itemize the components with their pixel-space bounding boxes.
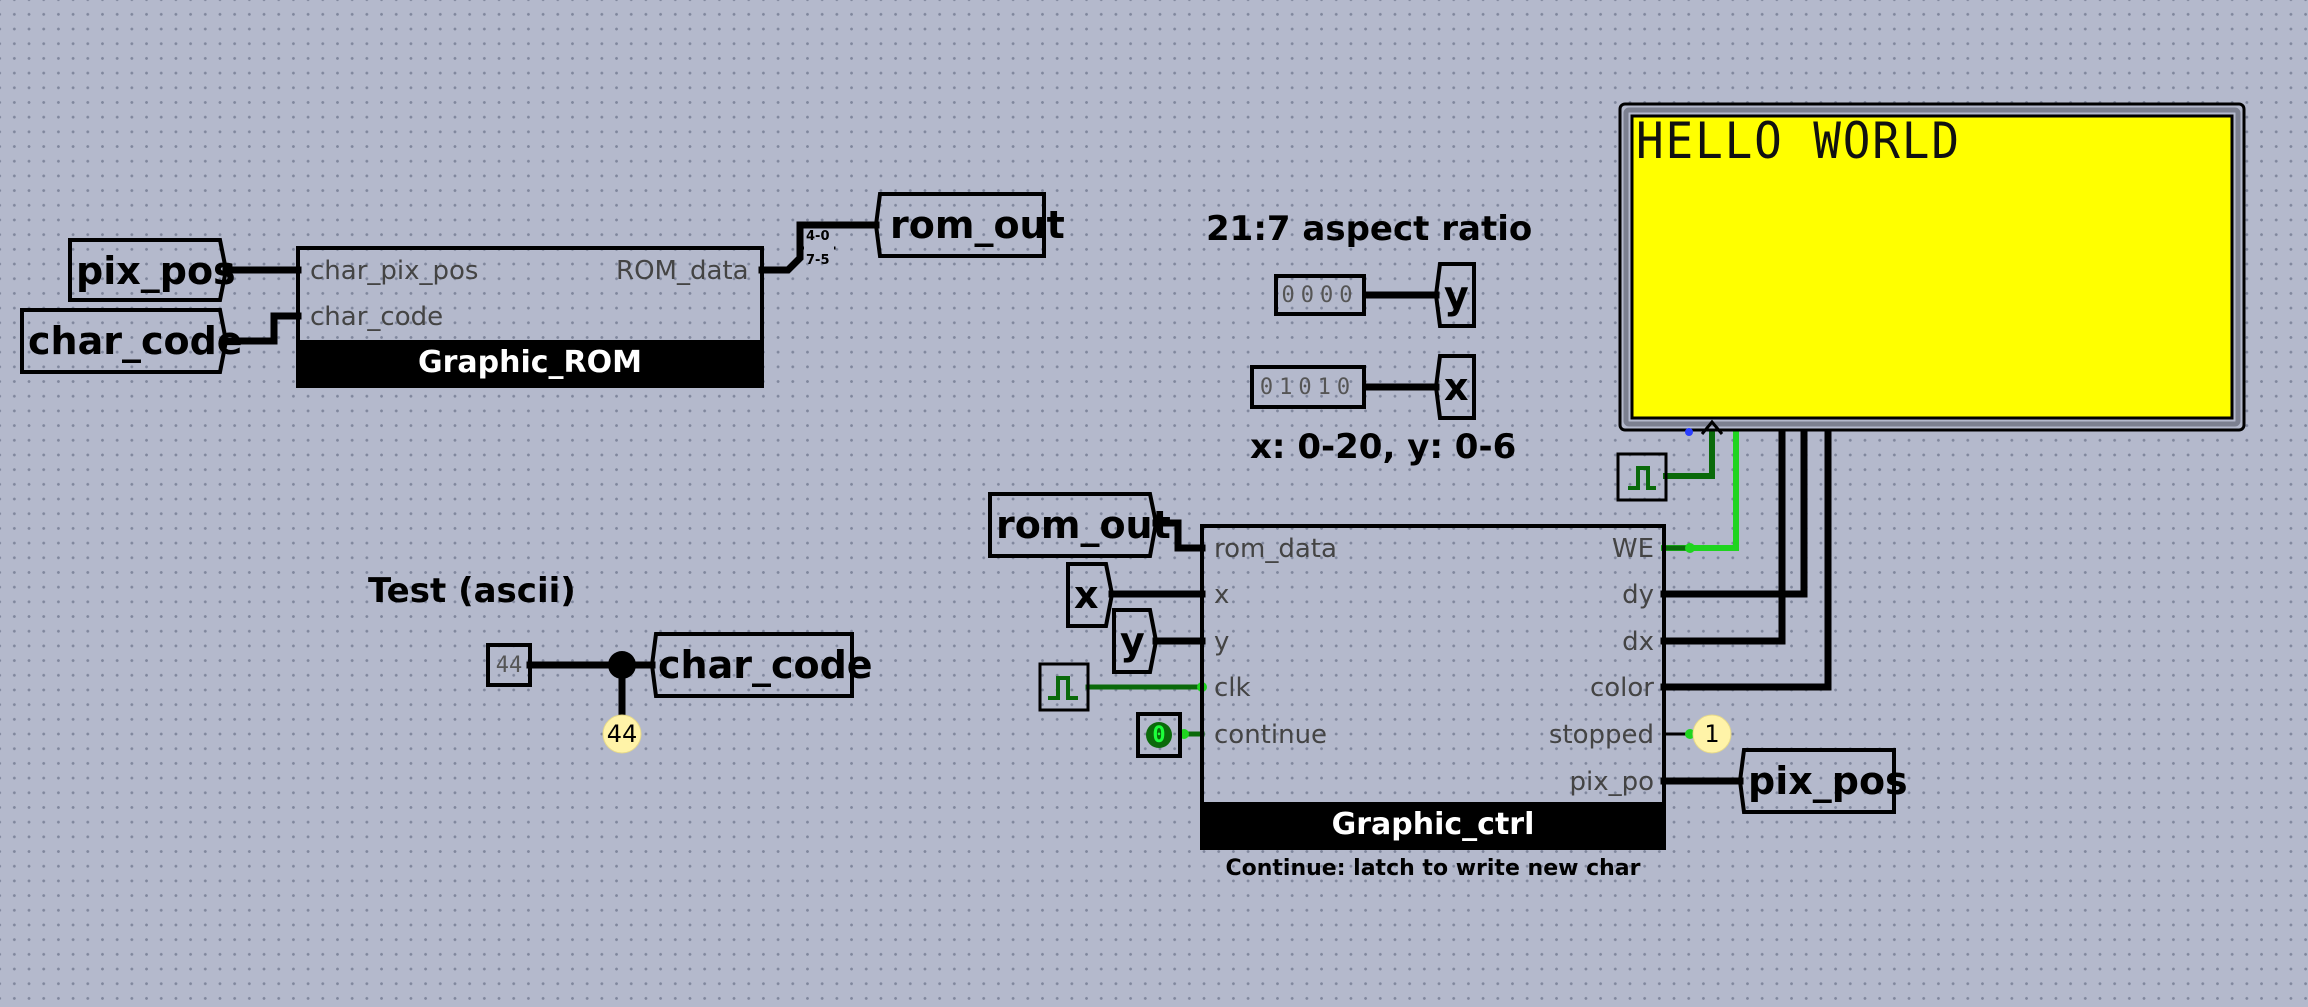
clock-box[interactable] xyxy=(1038,662,1090,712)
ranges-label: x: 0-20, y: 0-6 xyxy=(1250,427,1517,467)
tunnel-rom-out-label: rom_out xyxy=(890,203,1065,247)
wire-color xyxy=(1660,424,1832,691)
ctrl-port-continue: continue xyxy=(1214,720,1328,750)
tunnel-rom-out[interactable] xyxy=(873,192,1046,258)
tunnel-x-ctrl-label: x xyxy=(1074,573,1099,617)
probe-test xyxy=(602,714,642,754)
pin-x[interactable] xyxy=(1250,365,1366,409)
lcd-bevel xyxy=(1623,107,2241,427)
ctrl-port-x: x xyxy=(1214,580,1230,610)
tunnel-y-ctrl-label: y xyxy=(1120,619,1145,663)
ctrl-port-we: WE xyxy=(1611,534,1654,564)
rom-port-char-code: char_code xyxy=(310,302,444,332)
tunnel-x[interactable] xyxy=(1433,354,1476,420)
wire-lcd-clk xyxy=(1663,425,1715,479)
wires xyxy=(222,221,1832,785)
clock-input-arrow-icon xyxy=(1700,419,1724,435)
graphic-ctrl-title: Graphic_ctrl xyxy=(1331,807,1535,842)
ctrl-port-dy: dy xyxy=(1622,580,1654,610)
clock-ctrl[interactable] xyxy=(1038,662,1090,712)
ctrl-port-stopped: stopped xyxy=(1548,720,1654,750)
pin-x-value: 01010 xyxy=(1259,375,1357,400)
wire-dy xyxy=(1660,424,1808,598)
ctrl-port-color: color xyxy=(1589,673,1654,703)
clock-wave-icon xyxy=(1628,466,1656,490)
wire-char-code xyxy=(222,312,302,345)
rom-port-char-pix-pos: char_pix_pos xyxy=(310,256,479,286)
graphic-ctrl-caption: Continue: latch to write new char xyxy=(1225,856,1641,881)
tunnel-y-ctrl[interactable] xyxy=(1112,608,1159,674)
lcd-screen xyxy=(1630,114,2234,420)
ctrl-port-y: y xyxy=(1214,627,1230,657)
probe-stopped-value: 1 xyxy=(1704,720,1720,748)
graphic-rom-title-bar xyxy=(298,340,762,388)
connection-dot xyxy=(1685,543,1695,553)
pin-test[interactable] xyxy=(486,643,532,687)
pin-y[interactable] xyxy=(1274,274,1366,316)
splitter-low-label: 4-0 xyxy=(806,229,830,244)
ctrl-port-pix-po: pix_po xyxy=(1569,767,1654,797)
rom-port-rom-data: ROM_data xyxy=(616,256,749,286)
tunnel-rom-out-ctrl[interactable] xyxy=(988,492,1159,558)
probe-stopped xyxy=(1692,714,1732,754)
wire-rom-data xyxy=(758,221,804,274)
pin-continue-led xyxy=(1146,722,1172,748)
tunnel-y[interactable] xyxy=(1433,262,1476,328)
splitter-label-bg xyxy=(804,232,834,262)
tunnel-char-code-test-label: char_code xyxy=(658,643,873,687)
pin-continue[interactable] xyxy=(1136,712,1182,758)
clock-box[interactable] xyxy=(1616,452,1668,502)
clock-wave-icon xyxy=(1048,676,1078,700)
pin-y-value: 0000 xyxy=(1281,283,1359,308)
aspect-ratio-label: 21:7 aspect ratio xyxy=(1206,209,1533,249)
tunnel-x-label: x xyxy=(1444,365,1469,409)
clock-lcd[interactable] xyxy=(1616,452,1668,502)
connection-dot xyxy=(1685,729,1695,739)
pin-test-value: 44 xyxy=(495,653,523,678)
wire-dx xyxy=(1660,424,1786,645)
tunnel-char-code-test[interactable] xyxy=(649,632,854,698)
junction-dot xyxy=(608,651,636,679)
test-label: Test (ascii) xyxy=(368,571,576,611)
ctrl-port-clk: clk xyxy=(1214,673,1251,703)
tunnel-char-code-label: char_code xyxy=(28,319,243,363)
tunnel-y-label: y xyxy=(1444,273,1469,317)
wire-we xyxy=(1661,425,1739,551)
ctrl-port-rom-data: rom_data xyxy=(1214,534,1337,564)
lcd-text: HELLO WORLD xyxy=(1636,112,1961,170)
tunnel-char-code[interactable] xyxy=(20,308,229,374)
pin-continue-value: 0 xyxy=(1152,723,1166,748)
tunnel-pix-pos-out-label: pix_pos xyxy=(1748,759,1908,803)
graphic-rom-title: Graphic_ROM xyxy=(417,345,643,380)
probe-test-value: 44 xyxy=(606,720,638,748)
graphic-ctrl-title-bar xyxy=(1202,802,1664,850)
tunnel-rom-out-ctrl-label: rom_out xyxy=(996,503,1171,547)
wire-ctrl-rom-data xyxy=(1152,519,1206,552)
connection-dot xyxy=(1685,428,1693,436)
tunnel-pix-pos[interactable] xyxy=(68,238,229,302)
ctrl-port-dx: dx xyxy=(1622,627,1654,657)
tunnel-x-ctrl[interactable] xyxy=(1066,562,1115,628)
tunnel-pix-pos-out[interactable] xyxy=(1737,748,1896,814)
tunnel-pix-pos-label: pix_pos xyxy=(76,249,236,293)
splitter-high-label: 7-5 xyxy=(806,253,830,268)
